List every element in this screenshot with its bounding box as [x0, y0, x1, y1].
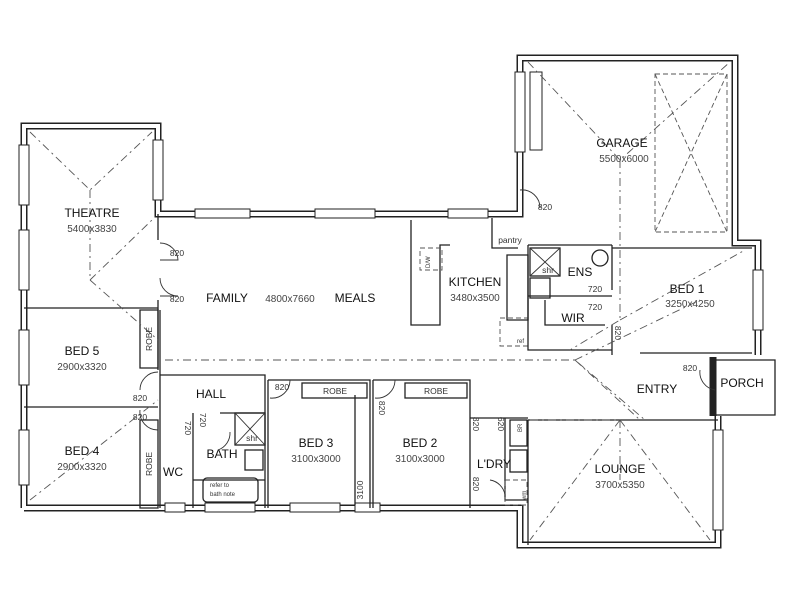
dishwasher-label: D/W [426, 256, 432, 268]
room-label-bed2: BED 2 [403, 436, 438, 450]
windows [18, 71, 764, 531]
room-label-wc: WC [163, 465, 183, 479]
room-size-lounge: 3700x5350 [595, 480, 645, 491]
door-width-bed2: 820 [377, 401, 387, 415]
room-label-theatre: THEATRE [64, 206, 119, 220]
room-label-bed5: BED 5 [65, 344, 100, 358]
room-size-bed1: 3250x4250 [665, 299, 715, 310]
room-label-family: FAMILY [206, 291, 248, 305]
ceiling-lines [29, 61, 746, 541]
washing-machine-label: wm [522, 491, 528, 501]
room-label-laundry: L'DRY [477, 457, 511, 471]
room-size-bed5: 2900x3320 [57, 362, 107, 373]
door-width-ens: 720 [588, 284, 602, 294]
exterior-walls [20, 54, 762, 549]
room-size-bed4: 2900x3320 [57, 462, 107, 473]
room-size-kitchen: 3480x3500 [450, 293, 500, 304]
door-width-theatre-1: 820 [170, 248, 184, 258]
door-width-bed3: 820 [275, 382, 289, 392]
room-label-bed3: BED 3 [299, 436, 334, 450]
door-width-bed4: 820 [133, 412, 147, 422]
room-label-porch: PORCH [720, 376, 763, 390]
room-label-bed4: BED 4 [65, 444, 100, 458]
room-label-ens: ENS [568, 265, 593, 279]
room-label-wir: WIR [561, 311, 585, 325]
room-label-hall: HALL [196, 387, 226, 401]
door-width-bed5: 820 [133, 393, 147, 403]
room-label-entry: ENTRY [637, 382, 677, 396]
room-size-garage: 5500x6000 [599, 154, 649, 165]
room-size-bed3: 3100x3000 [291, 454, 341, 465]
room-size-bed2: 3100x3000 [395, 454, 445, 465]
shower-label-ens: shr [542, 265, 554, 275]
room-label-meals: MEALS [335, 291, 376, 305]
bed3-dimension-line-label: 3100 [355, 480, 365, 499]
door-width-broom: 620 [496, 417, 506, 431]
room-label-bath: BATH [206, 447, 237, 461]
doors [139, 189, 716, 496]
bath-note-line2: bath note [210, 492, 236, 498]
bath-note-line1: refer to [210, 483, 230, 489]
door-width-wir: 720 [588, 302, 602, 312]
shower-label-bath: shr [246, 433, 258, 443]
robe-label-bed3: ROBE [323, 386, 347, 396]
room-size-family: 4800x7660 [265, 294, 315, 305]
door-width-bath: 720 [198, 413, 208, 427]
door-width-wc: 720 [183, 421, 193, 435]
robe-label-bed5: ROBE [144, 327, 154, 351]
door-width-bed1: 820 [613, 326, 623, 340]
robe-label-bed2: ROBE [424, 386, 448, 396]
room-label-kitchen: KITCHEN [449, 275, 502, 289]
room-size-theatre: 5400x3830 [67, 224, 117, 235]
room-label-garage: GARAGE [596, 136, 647, 150]
door-width-laundry-1: 820 [471, 417, 481, 431]
broom-label: BR [518, 423, 524, 432]
door-width-laundry-2: 820 [471, 477, 481, 491]
room-label-lounge: LOUNGE [595, 462, 646, 476]
robe-label-bed4: ROBE [144, 452, 154, 476]
door-width-theatre-2: 820 [170, 294, 184, 304]
room-label-bed1: BED 1 [670, 282, 705, 296]
fridge-label: ref [517, 339, 524, 345]
interior-walls [24, 214, 776, 545]
door-width-garage: 820 [538, 202, 552, 212]
room-label-pantry: pantry [498, 235, 522, 245]
door-width-entry: 820 [683, 363, 697, 373]
